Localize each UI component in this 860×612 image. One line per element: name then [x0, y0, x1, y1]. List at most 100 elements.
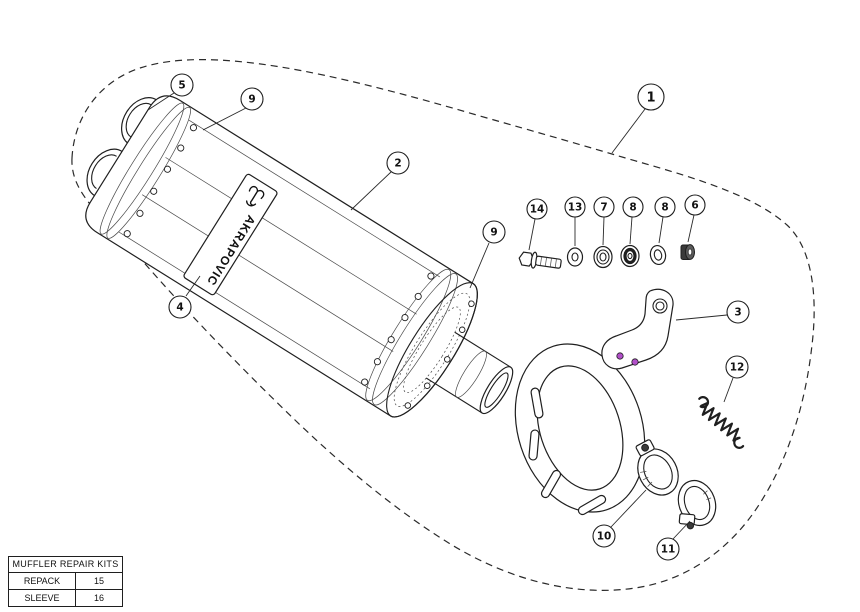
panel-line — [141, 194, 394, 352]
callout-11: 11 — [656, 520, 691, 561]
rivet — [468, 300, 475, 307]
leader-line — [687, 214, 695, 243]
weld-seam-left — [99, 102, 185, 235]
leader-line — [610, 489, 647, 528]
table-row: REPACK 15 — [9, 573, 122, 590]
muffler-assembly: AKRAPOVIC — [85, 95, 514, 418]
table-title: MUFFLER REPAIR KITS — [9, 557, 122, 573]
callout-9-right: 9 — [469, 220, 506, 289]
callout-number: 11 — [661, 544, 676, 556]
rivet — [423, 382, 431, 390]
callout-10: 10 — [592, 489, 647, 548]
rivet — [177, 144, 185, 152]
weld-seam-right — [372, 273, 458, 406]
callout-number: 5 — [178, 80, 185, 92]
callout-circle — [654, 196, 676, 218]
callout-circle — [564, 196, 586, 218]
accent-dot — [616, 352, 624, 360]
clamp-band — [514, 343, 646, 516]
accent-dot — [631, 358, 639, 366]
leader-line — [675, 314, 728, 321]
washer-large — [593, 245, 613, 269]
rivet — [401, 314, 409, 322]
callout-circle — [593, 196, 615, 218]
rivet — [373, 358, 381, 366]
callout-number: 8 — [661, 202, 668, 214]
callout-number: 12 — [730, 362, 745, 374]
rivet — [189, 124, 198, 132]
rivet — [387, 336, 395, 344]
callout-circle — [168, 295, 192, 319]
callout-9-top: 9 — [202, 87, 264, 131]
rivet — [150, 187, 158, 195]
callout-circle — [526, 198, 548, 220]
callout-number: 6 — [691, 200, 698, 212]
callout-number: 1 — [646, 90, 655, 105]
worm-clamp-large — [677, 479, 717, 530]
mounting-bracket — [601, 288, 674, 370]
callout-circle — [240, 87, 264, 111]
callout-14: 14 — [526, 198, 548, 251]
callout-number: 3 — [734, 307, 741, 319]
table-row: SLEEVE 16 — [9, 590, 122, 606]
rivet — [404, 402, 412, 409]
callout-circle — [637, 83, 665, 111]
bracket-hole — [655, 301, 665, 311]
leader-line — [528, 218, 536, 251]
callout-number: 14 — [530, 204, 545, 216]
bracket-hole — [652, 298, 668, 314]
callout-circle — [622, 196, 644, 218]
leader-line — [202, 107, 247, 131]
callout-8-right: 8 — [654, 196, 676, 244]
callout-number: 8 — [629, 202, 636, 214]
akrapovic-scorpion-logo — [245, 185, 265, 207]
callout-13: 13 — [564, 196, 586, 246]
rivet — [444, 356, 451, 363]
leader-line — [658, 216, 664, 244]
kit-name: SLEEVE — [9, 590, 76, 606]
leader-line — [602, 216, 605, 246]
callout-circle — [725, 355, 749, 379]
callout-circle — [726, 300, 750, 324]
band-slot — [577, 494, 607, 516]
kit-name: REPACK — [9, 573, 76, 589]
worm-clamp-small — [635, 439, 679, 496]
hex-bolt — [518, 251, 562, 269]
outlet-pipe — [425, 331, 514, 415]
callout-circle — [656, 537, 680, 561]
callout-number: 13 — [568, 202, 583, 214]
rivet — [458, 326, 466, 334]
rivet — [123, 230, 131, 238]
rivet — [427, 272, 435, 280]
callout-number: 2 — [394, 158, 401, 170]
band-slot — [540, 469, 562, 499]
muffler-sleeve — [85, 95, 478, 418]
kit-number: 16 — [93, 593, 104, 603]
leader-line — [185, 275, 201, 297]
callout-circle — [386, 151, 410, 175]
band-slot — [530, 387, 544, 419]
callout-circle — [592, 524, 616, 548]
callout-circle — [684, 194, 706, 216]
clamp-screw — [641, 443, 649, 452]
end-cap — [386, 282, 478, 418]
callout-4: 4 — [168, 275, 201, 319]
muffler-repair-kits-table: MUFFLER REPAIR KITS REPACK 15 SLEEVE 16 — [8, 556, 123, 607]
leader-line — [350, 171, 392, 211]
callout-number: 7 — [600, 202, 607, 214]
washer-small — [566, 247, 584, 267]
kit-number: 15 — [93, 576, 104, 586]
leader-line — [723, 377, 734, 403]
callout-3: 3 — [675, 300, 750, 324]
rivet — [361, 378, 369, 386]
callout-6: 6 — [684, 194, 706, 243]
callout-12: 12 — [723, 355, 749, 403]
callout-8-left: 8 — [622, 196, 644, 245]
rivet — [414, 292, 422, 300]
callout-number: 10 — [597, 531, 612, 543]
panel-line — [188, 119, 441, 278]
panel-line — [118, 231, 371, 390]
band-slot — [528, 429, 540, 461]
